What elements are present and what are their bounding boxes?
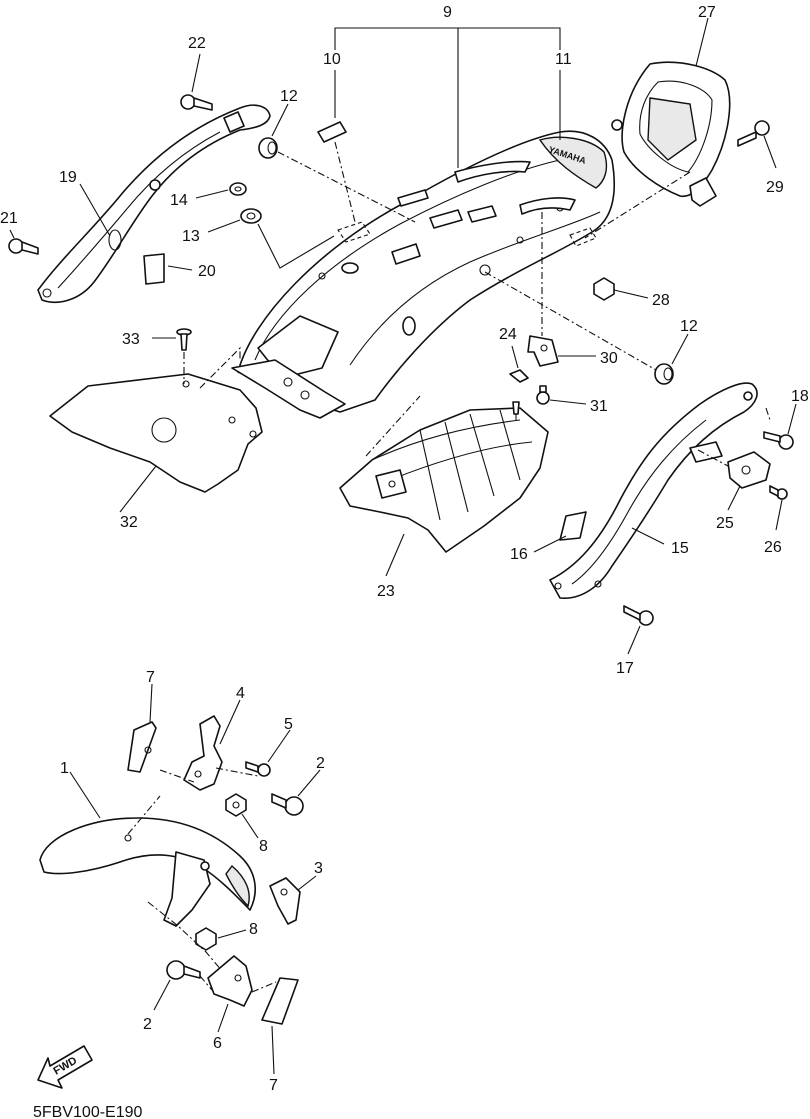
callout-30: 30 [600, 350, 618, 367]
callout-23: 23 [377, 583, 395, 600]
damper-12-upper [258, 103, 416, 223]
reflector-16 [559, 511, 587, 541]
reflector-7-lower [251, 977, 299, 1075]
grab-bar-reflector-20 [143, 253, 165, 285]
callout-20: 20 [198, 263, 216, 280]
tail-light-assembly [584, 17, 731, 239]
callout-6: 6 [213, 1035, 222, 1052]
callout-1: 1 [60, 760, 69, 777]
bolt-29 [737, 120, 777, 169]
left-grab-bar [37, 104, 271, 304]
callout-15: 15 [671, 540, 689, 557]
callout-26: 26 [764, 539, 782, 556]
callout-3: 3 [314, 860, 323, 877]
callout-11: 11 [555, 51, 572, 68]
front-fender [39, 771, 256, 927]
callout-19: 19 [59, 169, 77, 186]
fender-label-parts [317, 27, 597, 247]
bolt-17 [623, 605, 654, 655]
callout-21: 21 [0, 210, 18, 227]
callout-24: 24 [499, 326, 517, 343]
callout-12: 12 [280, 88, 298, 105]
bolt-21 [8, 229, 39, 255]
callout-9: 9 [443, 4, 452, 21]
nut-8-lower [147, 901, 247, 979]
callout-18: 18 [791, 388, 809, 405]
grommet-14-13 [195, 182, 335, 269]
screw-33 [152, 328, 192, 384]
label-10-part [317, 121, 347, 143]
part-3-clip [269, 875, 317, 925]
fender-bracket-6 [153, 955, 253, 1033]
callout-2-upper: 2 [316, 755, 325, 772]
reflector-7-upper [127, 683, 157, 773]
callout-7-lower: 7 [269, 1077, 278, 1094]
fender-bracket-4 [159, 699, 259, 791]
callout-7-upper: 7 [146, 669, 155, 686]
callout-2-lower: 2 [143, 1016, 152, 1033]
mud-flap-32 [49, 346, 263, 513]
callout-32: 32 [120, 514, 138, 531]
callout-8-lower: 8 [249, 921, 258, 938]
bracket-25-bolt-26 [697, 449, 788, 531]
callout-27: 27 [698, 4, 716, 21]
bolt-5 [245, 729, 291, 777]
damper-12-lower [484, 271, 689, 385]
callout-25: 25 [716, 515, 734, 532]
callout-8-upper: 8 [259, 838, 268, 855]
callout-12-lower: 12 [680, 318, 698, 335]
callout-33: 33 [122, 331, 140, 348]
callout-31: 31 [590, 398, 608, 415]
forward-arrow-icon: FWD [37, 1045, 93, 1089]
callout-16: 16 [510, 546, 528, 563]
callout-28: 28 [652, 292, 670, 309]
inner-fender-23 [339, 395, 549, 577]
callout-labels: 9 10 11 27 22 12 19 14 13 21 20 29 28 33… [0, 4, 809, 1094]
callout-17: 17 [616, 660, 634, 677]
nut-8-upper [225, 793, 259, 839]
bolt-2-upper [271, 769, 321, 816]
callout-4: 4 [236, 685, 245, 702]
fastener-24-30-31 [509, 212, 596, 422]
callout-22: 22 [188, 35, 206, 52]
callout-10: 10 [323, 51, 341, 68]
callout-5: 5 [284, 716, 293, 733]
right-grab-bar [533, 382, 771, 599]
bolt-18 [763, 403, 797, 450]
callout-13: 13 [182, 228, 200, 245]
callout-14: 14 [170, 192, 188, 209]
bolt-22 [180, 53, 213, 111]
drawing-code: 5FBV100-E190 [33, 1104, 143, 1119]
rear-fender: YAMAHA [231, 130, 615, 419]
callout-29: 29 [766, 179, 784, 196]
nut-28 [593, 277, 649, 301]
